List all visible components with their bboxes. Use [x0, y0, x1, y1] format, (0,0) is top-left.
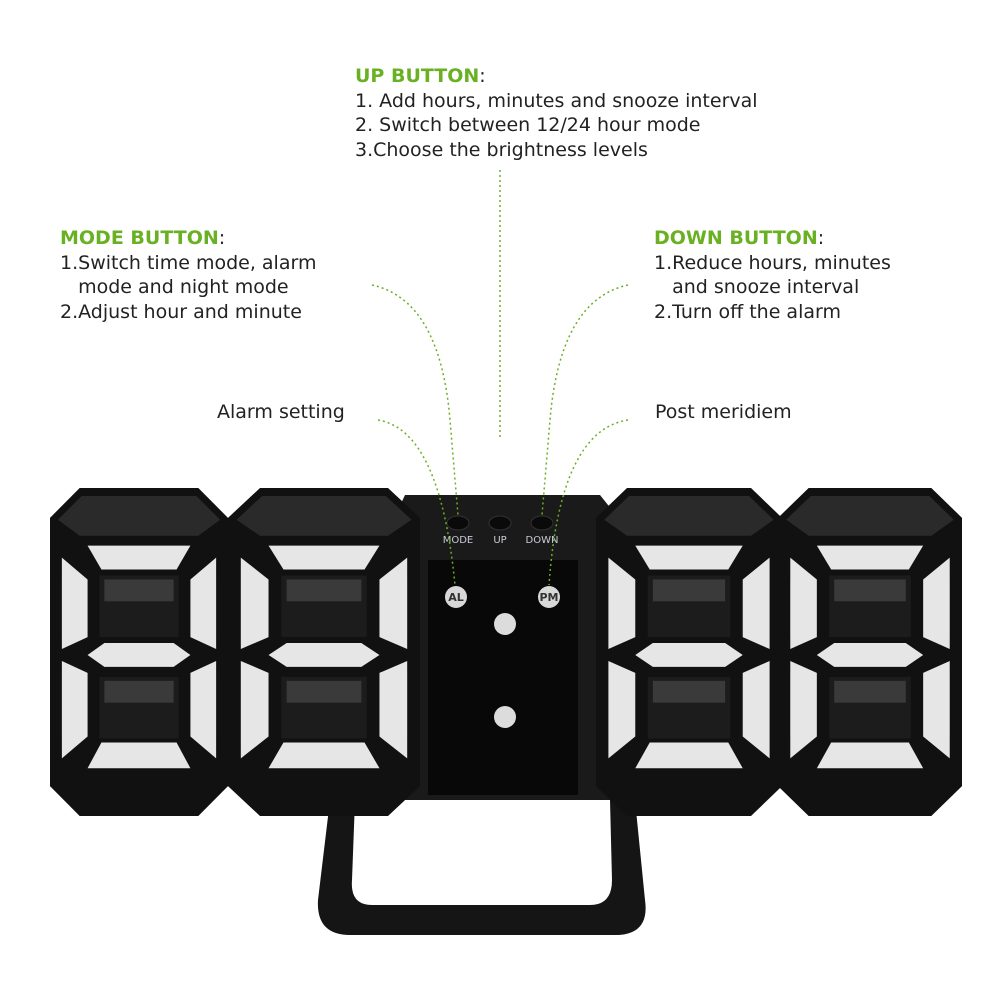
mode-button-note: MODE BUTTON: 1.Switch time mode, alarm m… — [60, 227, 317, 323]
indicator-label: AL — [448, 591, 464, 604]
device-button-mode[interactable] — [446, 515, 470, 531]
digit-segment — [742, 557, 770, 650]
device-button-up[interactable] — [488, 515, 512, 531]
device-button-down[interactable] — [530, 515, 554, 531]
down-button-note: DOWN BUTTON: 1.Reduce hours, minutes and… — [654, 227, 891, 323]
up-note-line-2: 2. Switch between 12/24 hour mode — [355, 114, 701, 136]
indicator-label: PM — [539, 591, 558, 604]
mode-note-line-2: mode and night mode — [60, 276, 289, 298]
indicator-al — [445, 586, 467, 608]
digit-segment — [742, 660, 770, 759]
digit-segment — [240, 557, 269, 650]
digit-segment — [240, 660, 269, 759]
control-panel: MODE UP DOWN AL PM — [398, 495, 612, 800]
mode-note-line-1: 1.Switch time mode, alarm — [60, 251, 317, 274]
seven-segment-digit — [596, 488, 782, 816]
digit-segment — [923, 660, 950, 759]
down-note-line-1: 1.Reduce hours, minutes — [654, 251, 891, 274]
colon-dot-top — [494, 613, 516, 635]
digit-segment — [379, 557, 408, 650]
digit-segment — [790, 660, 817, 759]
mode-leader-line — [371, 284, 459, 516]
mode-note-line-3: 2.Adjust hour and minute — [60, 300, 302, 323]
device-button-label: DOWN — [526, 535, 559, 546]
digit-segment — [608, 660, 636, 759]
up-note-line-1: 1. Add hours, minutes and snooze interva… — [355, 89, 758, 112]
stand-handle — [317, 800, 646, 935]
digit-segment — [923, 557, 950, 650]
mode-button-title: MODE BUTTON — [60, 227, 219, 249]
alarm-setting-label: Alarm setting — [217, 401, 345, 423]
digit-segment — [268, 643, 380, 667]
digit-segment — [816, 545, 924, 570]
digit-segment — [190, 557, 217, 650]
device-button-label: MODE — [443, 535, 474, 546]
colon-dot-bottom — [494, 706, 516, 728]
device-button-label: UP — [493, 535, 506, 546]
indicator-pm — [538, 586, 560, 608]
pm-leader-line — [548, 419, 629, 586]
digit-segment — [87, 545, 191, 570]
digit-segment — [61, 660, 88, 759]
digit-segment — [816, 742, 924, 769]
digit-segment — [608, 557, 636, 650]
digit-segment — [635, 643, 743, 667]
digit-segment — [268, 545, 380, 570]
up-button-note: UP BUTTON: 1. Add hours, minutes and sno… — [355, 65, 758, 161]
digit-segment — [87, 643, 191, 667]
down-button-title: DOWN BUTTON — [654, 227, 818, 249]
digit-segment — [61, 557, 88, 650]
up-note-line-3: 3.Choose the brightness levels — [355, 138, 648, 161]
down-leader-line — [541, 284, 629, 516]
alarm-leader-line — [377, 419, 456, 586]
digit-segment — [87, 742, 191, 769]
down-note-line-3: 2.Turn off the alarm — [654, 300, 841, 323]
down-note-line-2: and snooze interval — [654, 276, 860, 298]
digit-segment — [190, 660, 217, 759]
seven-segment-digit — [778, 488, 962, 816]
digit-segment — [379, 660, 408, 759]
seven-segment-digit — [50, 488, 228, 816]
digit-segment — [816, 643, 924, 667]
digit-segment — [635, 742, 743, 769]
digit-segment — [268, 742, 380, 769]
digit-segment — [635, 545, 743, 570]
post-meridiem-label: Post meridiem — [655, 401, 792, 423]
up-button-title: UP BUTTON — [355, 65, 480, 87]
digit-segment — [790, 557, 817, 650]
seven-segment-digit — [228, 488, 420, 816]
